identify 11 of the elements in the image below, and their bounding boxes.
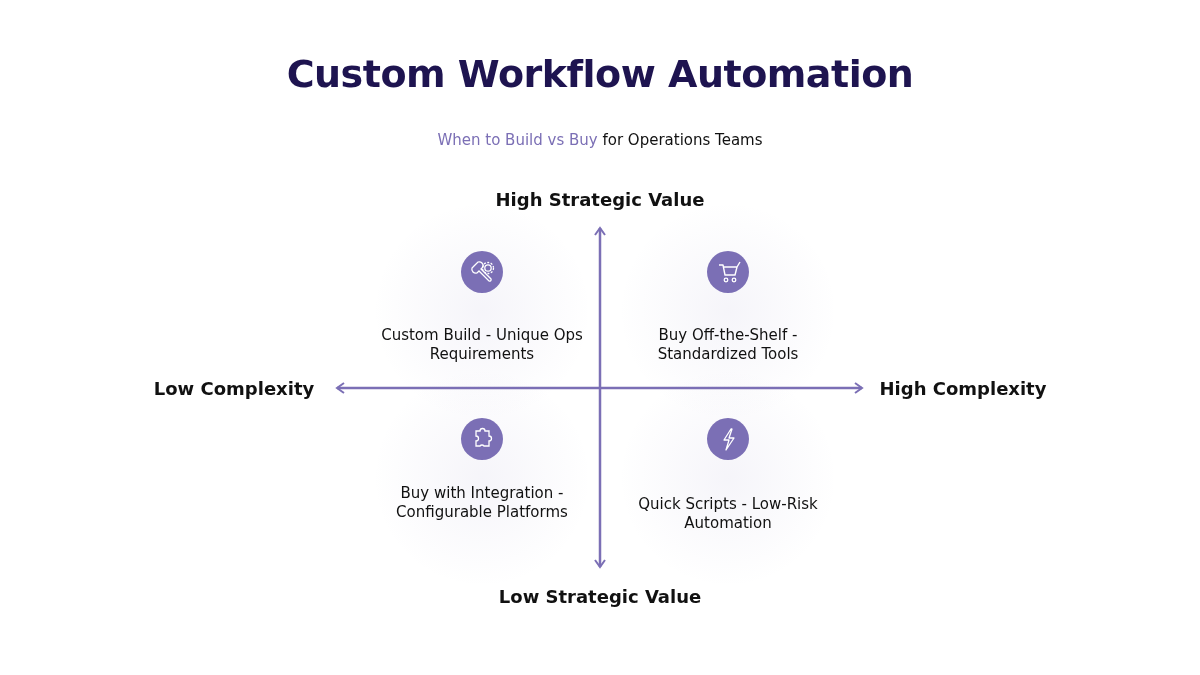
axis-label: High Complexity [879, 377, 1047, 399]
subtitle-text: When to Build vs Buy [437, 131, 598, 149]
item-label: Buy Off-the-Shelf - Standardized Tools [656, 326, 800, 364]
item-label: Buy with Integration - Configurable Platforms [395, 484, 569, 522]
item-label: Quick Scripts - Low-Risk Automation [637, 495, 819, 533]
axis-label: Low Strategic Value [498, 585, 702, 607]
subtitle-text: for Operations Teams [602, 131, 763, 149]
title: Custom Workflow Automation [285, 52, 915, 96]
axis-label: High Strategic Value [495, 188, 705, 210]
axis-label: Low Complexity [153, 377, 315, 399]
item-label: Custom Build - Unique Ops Requirements [380, 326, 584, 364]
